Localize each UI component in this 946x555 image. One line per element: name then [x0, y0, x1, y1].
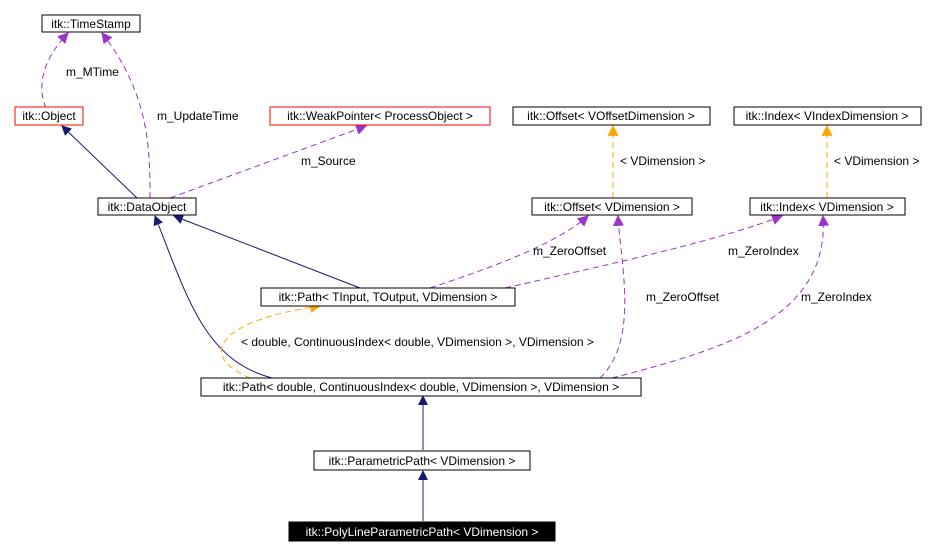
label-m-source: m_Source — [301, 154, 356, 168]
edge-object-timestamp — [41, 32, 69, 109]
node-offset-voffset[interactable]: itk::Offset< VOffsetDimension > — [512, 106, 711, 126]
node-index-vindex[interactable]: itk::Index< VIndexDimension > — [733, 106, 922, 126]
node-dataobject-label: itk::DataObject — [108, 200, 187, 214]
label-path-template: < double, ContinuousIndex< double, VDime… — [241, 335, 594, 349]
node-index-vdim[interactable]: itk::Index< VDimension > — [749, 197, 906, 216]
label-vdim-offset: < VDimension > — [620, 154, 705, 168]
node-offset-voffset-label: itk::Offset< VOffsetDimension > — [527, 109, 695, 123]
node-timestamp[interactable]: itk::TimeStamp — [41, 14, 141, 33]
edge-pathdouble-index — [611, 214, 830, 379]
node-offset-vdim-label: itk::Offset< VDimension > — [544, 200, 680, 214]
label-m-zeroindex-a: m_ZeroIndex — [728, 244, 799, 258]
node-polyline-label: itk::PolyLineParametricPath< VDimension … — [306, 525, 539, 539]
label-vdim-index: < VDimension > — [834, 154, 919, 168]
node-path-double-label: itk::Path< double, ContinuousIndex< doub… — [223, 380, 619, 394]
edge-labels: m_MTime m_UpdateTime m_Source < VDimensi… — [66, 65, 919, 349]
node-weakpointer-label: itk::WeakPointer< ProcessObject > — [287, 109, 473, 123]
edge-dataobject-weakpointer — [169, 124, 368, 199]
label-m-zerooffset-b: m_ZeroOffset — [646, 290, 720, 304]
node-path-tinput[interactable]: itk::Path< TInput, TOutput, VDimension > — [260, 287, 516, 307]
node-parametricpath-label: itk::ParametricPath< VDimension > — [329, 454, 516, 468]
edge-pathdouble-offset — [599, 214, 626, 379]
node-timestamp-label: itk::TimeStamp — [51, 17, 131, 31]
node-index-vdim-label: itk::Index< VDimension > — [760, 200, 893, 214]
node-dataobject[interactable]: itk::DataObject — [97, 197, 197, 216]
node-index-vindex-label: itk::Index< VIndexDimension > — [746, 109, 909, 123]
edge-pathtinput-offset — [429, 215, 589, 289]
label-m-zerooffset-a: m_ZeroOffset — [533, 244, 607, 258]
edge-pathtinput-index — [504, 214, 784, 289]
edge-dataobject-object — [61, 125, 138, 199]
node-polyline[interactable]: itk::PolyLineParametricPath< VDimension … — [288, 521, 556, 542]
edge-pathtinput-dataobject — [173, 214, 361, 289]
nodes: itk::TimeStamp itk::Object itk::WeakPoin… — [14, 14, 922, 542]
label-m-zeroindex-b: m_ZeroIndex — [801, 290, 872, 304]
node-weakpointer[interactable]: itk::WeakPointer< ProcessObject > — [269, 106, 491, 126]
edges — [41, 32, 833, 521]
node-path-tinput-label: itk::Path< TInput, TOutput, VDimension > — [279, 290, 498, 304]
node-path-double[interactable]: itk::Path< double, ContinuousIndex< doub… — [200, 377, 642, 397]
edge-pathdouble-dataobject — [153, 215, 273, 379]
edge-dataobject-timestamp — [101, 32, 151, 199]
label-m-mtime: m_MTime — [66, 65, 119, 79]
node-object[interactable]: itk::Object — [14, 106, 84, 126]
node-parametricpath[interactable]: itk::ParametricPath< VDimension > — [313, 450, 531, 471]
edge-pathdouble-pathtinput — [220, 301, 322, 379]
label-m-updatetime: m_UpdateTime — [157, 109, 239, 123]
node-object-label: itk::Object — [22, 109, 76, 123]
node-offset-vdim[interactable]: itk::Offset< VDimension > — [531, 197, 693, 216]
